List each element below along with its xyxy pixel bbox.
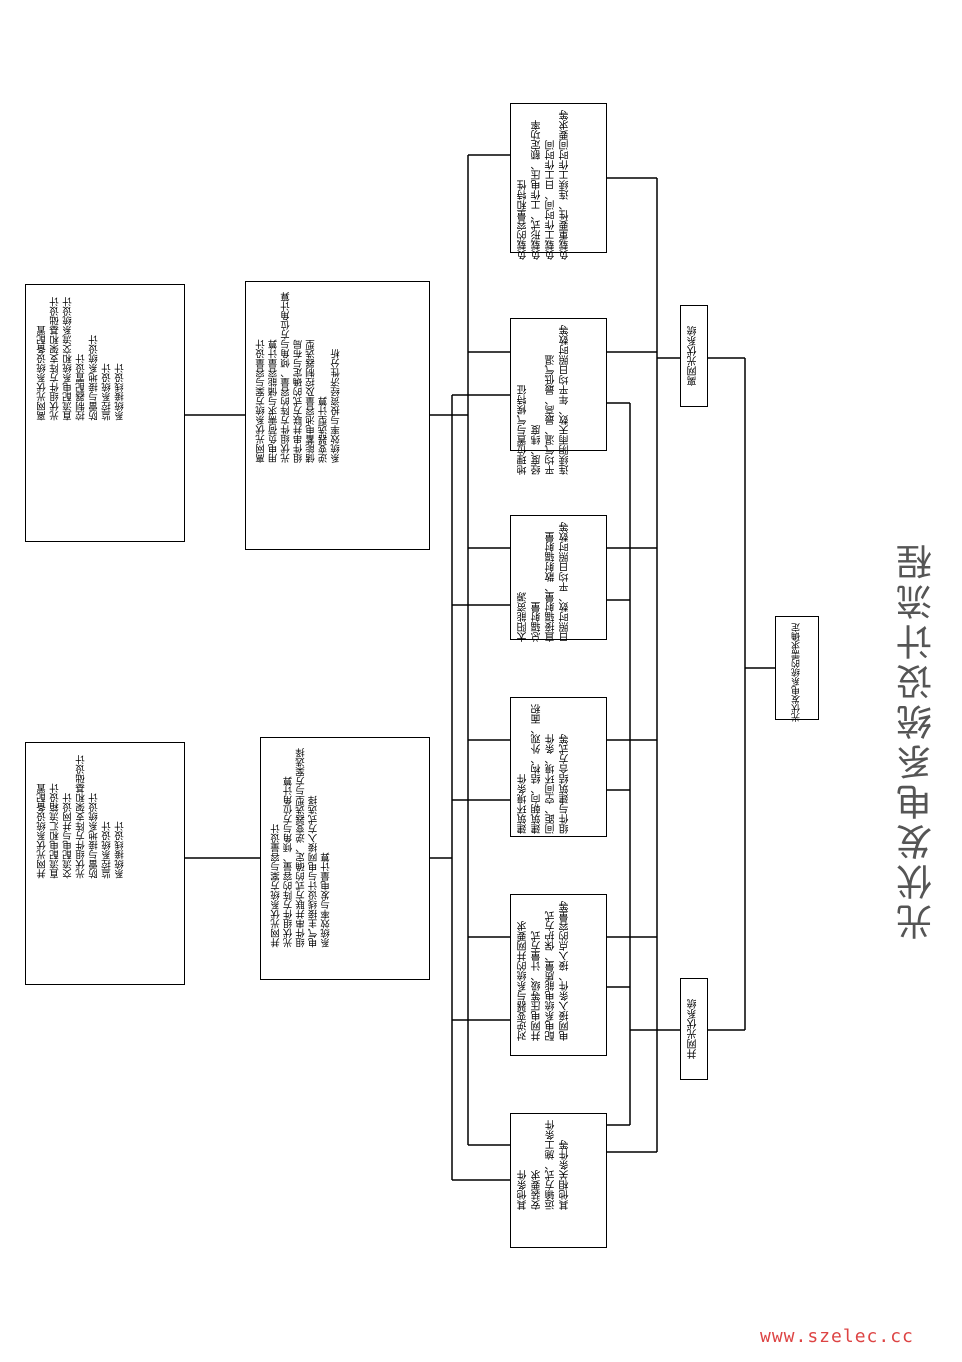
offgrid-design-text: 离网光伏系统方案与容量设计用电负荷需求与储能容量计算光伏组件方阵的容量、倾角与方…: [256, 292, 342, 463]
requirement-text: 建筑环境条件建筑朝向、结构、外观、面积间距、空间环境、条件组件与建筑结合方式等: [518, 704, 571, 834]
offgrid-branch-box: 离网光伏系统: [680, 305, 708, 407]
offgrid-equipment-box: 离网光伏系统设备配置光伏组件方阵支架和基础设计直流配电系统和交流系统设计控制器配…: [25, 284, 185, 542]
requirement-text: 对逆变器与系统的并网要求并网电压等级、计量方式配电系统电能质量、保护方式电网接入…: [518, 901, 571, 1041]
requirement-box-other: 其他条件安装要求运输方式、施工条件其他相关条件等: [510, 1113, 607, 1248]
requirement-box-building: 建筑环境条件建筑朝向、结构、外观、面积间距、空间环境、条件组件与建筑结合方式等: [510, 697, 607, 837]
root-label: 光伏发电系统的需求确定: [792, 623, 802, 722]
requirement-text: 太阳能资源总辐射量直接辐射量、散射辐射量日照时数、平均日照时数等: [518, 522, 571, 642]
requirement-text: 负载的容量和特性负载形式、工作电压、额定功率负载工作时间、日工作时间负载重要性、…: [518, 110, 571, 260]
requirement-box-grid: 对逆变器与系统的并网要求并网电压等级、计量方式配电系统电能质量、保护方式电网接入…: [510, 894, 607, 1056]
grid-branch-label: 并网光伏系统: [688, 999, 699, 1059]
root-box: 光伏发电系统的需求确定: [775, 616, 819, 722]
requirement-box-solar: 太阳能资源总辐射量直接辐射量、散射辐射量日照时数、平均日照时数等: [510, 515, 607, 642]
page-title: 光伏发电系统设计流程: [897, 540, 938, 940]
offgrid-design-box: 离网光伏系统方案与容量设计用电负荷需求与储能容量计算光伏组件方阵的容量、倾角与方…: [245, 281, 430, 550]
grid-design-text: 并网光伏系统方案与容量设计光伏组件方阵的容量、倾角与方位角计算组件串并联方式的确…: [271, 748, 332, 948]
requirement-text: 其他条件安装要求运输方式、施工条件其他相关条件等: [518, 1120, 571, 1210]
requirement-box-load: 负载的容量和特性负载形式、工作电压、额定功率负载工作时间、日工作时间负载重要性、…: [510, 103, 607, 260]
requirement-text: 地理位置与气候特征经度、纬度平均气温、最高、最低气温连续阴雨天数、年平均日照时数…: [518, 325, 571, 475]
requirement-box-location: 地理位置与气候特征经度、纬度平均气温、最高、最低气温连续阴雨天数、年平均日照时数…: [510, 318, 607, 475]
grid-branch-box: 并网光伏系统: [680, 978, 708, 1080]
grid-equipment-text: 并网光伏系统设备配置直流配电和汇流箱设计交流配电与并网设计光伏组件方阵支架和基础…: [37, 755, 126, 879]
watermark: www.szelec.cc: [760, 1326, 914, 1347]
offgrid-branch-label: 离网光伏系统: [688, 326, 699, 386]
offgrid-equipment-text: 离网光伏系统设备配置光伏组件方阵支架和基础设计直流配电系统和交流系统设计控制器配…: [37, 297, 126, 421]
grid-equipment-box: 并网光伏系统设备配置直流配电和汇流箱设计交流配电与并网设计光伏组件方阵支架和基础…: [25, 742, 185, 985]
grid-design-box: 并网光伏系统方案与容量设计光伏组件方阵的容量、倾角与方位角计算组件串并联方式的确…: [260, 737, 430, 980]
